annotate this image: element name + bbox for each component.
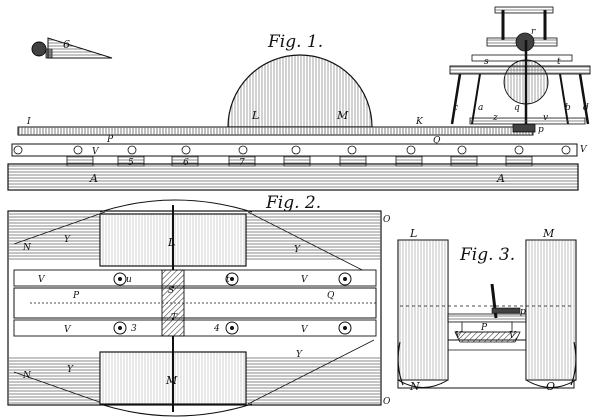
svg-text:L: L — [409, 227, 417, 240]
svg-text:V: V — [455, 331, 463, 341]
svg-text:u: u — [126, 275, 132, 285]
svg-text:4: 4 — [213, 324, 220, 334]
label-K: K — [415, 117, 424, 127]
svg-text:P: P — [72, 291, 80, 301]
svg-text:3: 3 — [131, 324, 137, 334]
svg-text:N: N — [22, 243, 32, 253]
svg-text:T: T — [171, 313, 178, 323]
svg-text:N: N — [22, 371, 32, 381]
label-6b: 6 — [183, 158, 189, 168]
svg-text:p: p — [520, 307, 526, 317]
fig3-labels: L M N O P p V V — [409, 227, 555, 393]
svg-text:L: L — [167, 236, 175, 249]
svg-text:N: N — [409, 380, 420, 393]
svg-text:Q: Q — [327, 291, 335, 301]
svg-text:P: P — [480, 323, 488, 333]
svg-text:O: O — [383, 397, 391, 407]
svg-text:V: V — [301, 275, 309, 285]
svg-text:V: V — [301, 325, 309, 335]
figure-2: Fig. 2. L M — [7, 193, 391, 417]
svg-text:s: s — [484, 57, 489, 67]
ball-weight: 6 — [31, 37, 113, 59]
svg-text:p: p — [538, 125, 544, 135]
label-L: L — [251, 109, 259, 122]
label-M: M — [336, 109, 349, 122]
carriage-labels: r s t c a q b d z v p — [453, 27, 589, 135]
fig3-wheel-M — [525, 239, 577, 388]
wheel-disc: L M — [227, 54, 373, 128]
svg-text:a: a — [478, 103, 483, 113]
fig2-labels: L M N N O O Y Y Y Y V V V V P Q S T 3 4 … — [22, 215, 391, 407]
svg-text:Y: Y — [67, 365, 74, 375]
label-A-left: A — [89, 172, 98, 185]
svg-text:Y: Y — [64, 235, 71, 245]
svg-text:v: v — [543, 113, 548, 123]
svg-text:d: d — [583, 103, 589, 113]
svg-text:O: O — [383, 215, 391, 225]
svg-text:V: V — [38, 275, 46, 285]
svg-text:M: M — [542, 227, 555, 240]
label-I: I — [26, 117, 31, 127]
label-V-left: V — [92, 147, 100, 157]
base-block: A A — [7, 163, 579, 191]
svg-text:M: M — [165, 374, 178, 387]
carriage-frame — [449, 6, 591, 133]
label-A-right: A — [496, 172, 505, 185]
svg-text:q: q — [514, 103, 520, 113]
svg-text:z: z — [492, 113, 498, 123]
svg-text:r: r — [531, 27, 536, 37]
label-P: P — [106, 135, 114, 145]
svg-text:b: b — [565, 103, 571, 113]
figure-3: Fig. 3. L M N O P p — [397, 227, 577, 393]
svg-text:V: V — [64, 325, 72, 335]
label-V-right: V — [580, 145, 588, 155]
fig3-title: Fig. 3. — [459, 245, 515, 265]
label-5: 5 — [128, 158, 134, 168]
svg-text:S: S — [168, 286, 174, 296]
fig1-title: Fig. 1. — [267, 32, 323, 52]
svg-text:Y: Y — [296, 350, 303, 360]
label-7: 7 — [239, 158, 245, 168]
svg-text:c: c — [453, 103, 458, 113]
label-6: 6 — [63, 38, 70, 51]
svg-text:O: O — [546, 380, 555, 393]
fig2-title: Fig. 2. — [265, 193, 321, 213]
svg-text:V: V — [509, 331, 517, 341]
svg-text:t: t — [557, 57, 561, 67]
fig3-wheel-L — [397, 239, 449, 388]
svg-text:Y: Y — [294, 245, 301, 255]
figure-1: Fig. 1. 6 L M I K P Q V V — [7, 6, 591, 191]
label-Q: Q — [433, 136, 441, 146]
rail-beam: V V — [11, 143, 588, 157]
svg-text:t: t — [226, 275, 230, 285]
